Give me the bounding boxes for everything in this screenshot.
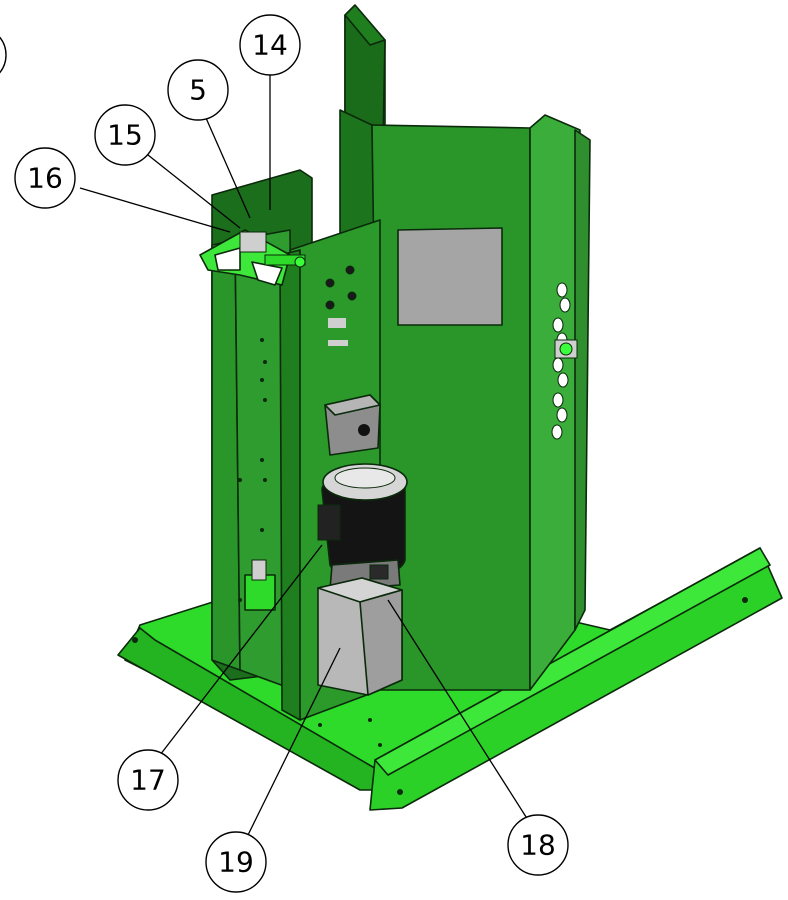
balloon-label: 19 [218, 846, 254, 879]
top-bracket-left-face [214, 247, 241, 271]
control-column-side [279, 249, 301, 721]
control-buttons [325, 265, 357, 310]
motor-junction-box [317, 504, 341, 541]
display-window [397, 227, 503, 326]
leader-lines [79, 70, 529, 836]
balloon-label: 5 [189, 74, 207, 107]
top-bracket-right-face [251, 261, 283, 286]
balloon-partial [0, 36, 7, 74]
base-rail-front-top [374, 547, 771, 776]
control-labels [328, 318, 348, 346]
balloon-label: 17 [130, 764, 166, 797]
balloon-17: 17 [117, 749, 179, 811]
top-pivot-assembly [199, 229, 306, 286]
base-holes [132, 597, 748, 795]
mast-holes [238, 338, 267, 602]
balloon-label: 18 [520, 829, 556, 862]
mast-column [199, 169, 381, 721]
balloon-14: 14 [239, 14, 301, 76]
hydraulic-power-unit [317, 463, 408, 696]
balloon-label: 14 [252, 29, 288, 62]
balloon-19: 19 [205, 831, 267, 893]
side-latch [554, 339, 578, 359]
balloon-16: 16 [14, 147, 76, 209]
switch-box [324, 394, 381, 456]
balloon-18: 18 [507, 814, 569, 876]
balloon-5: 5 [167, 59, 229, 121]
enclosure-right-fold [574, 129, 591, 631]
balloon-15: 15 [94, 104, 156, 166]
balloon-label: 15 [107, 119, 143, 152]
balloon-label: 16 [27, 162, 63, 195]
lower-clamp [244, 559, 276, 611]
